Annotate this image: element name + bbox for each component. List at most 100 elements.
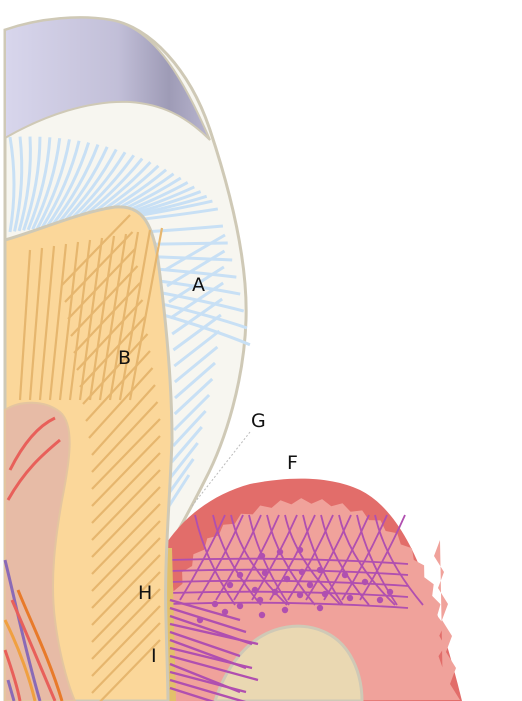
gingival-fiber	[212, 514, 262, 606]
enamel-rod	[168, 265, 225, 304]
dentin-tubule	[91, 537, 161, 609]
label-a: A	[192, 274, 205, 296]
gingival-cell	[258, 552, 266, 560]
enamel-rod	[167, 458, 195, 495]
gingival-fiber-band	[167, 590, 409, 598]
enamel-rod	[155, 300, 248, 330]
gingival-cell	[386, 588, 394, 596]
gingival-cell	[298, 568, 306, 576]
enamel-rod	[173, 345, 219, 384]
enamel-rod	[49, 144, 100, 229]
gingival-fiber	[194, 514, 236, 606]
gingival-cell	[346, 594, 354, 602]
dentin-tubule	[73, 282, 141, 354]
gingival-cell	[306, 581, 314, 589]
enamel-rod	[166, 249, 226, 288]
enamel-rod	[13, 136, 24, 232]
pdl-fiber	[169, 686, 215, 701]
dentin-tubule	[91, 469, 161, 541]
dentin-tubule	[91, 571, 161, 643]
gingival-cell	[211, 600, 219, 608]
label-h: H	[138, 582, 152, 604]
pdl-fiber	[169, 606, 247, 634]
gingival-fiber	[323, 514, 370, 601]
dentin-tubule	[18, 249, 32, 401]
dentin-tubule	[91, 588, 161, 660]
gingival-fiber-band	[167, 557, 409, 565]
dentin-tubule	[79, 316, 146, 388]
label-g: G	[251, 410, 266, 432]
dentin-tubule	[91, 435, 161, 507]
enamel-rod	[171, 297, 224, 336]
gingival-fiber	[374, 514, 424, 606]
pdl-fiber	[169, 646, 253, 670]
dentin-tubule	[68, 239, 92, 401]
pdl-fiber	[169, 630, 241, 658]
enamel-rod	[170, 426, 203, 463]
enamel-surface-cap	[4, 16, 211, 141]
label-b: B	[118, 347, 131, 369]
dentin-tubule	[91, 622, 161, 694]
enamel-rod	[40, 140, 81, 229]
enamel-rod	[35, 139, 71, 230]
pdl-fiber	[169, 598, 241, 622]
gingival-cell	[271, 588, 279, 596]
enamel-rod	[171, 409, 207, 448]
dentin-tubule	[91, 486, 161, 558]
gingival-fiber	[230, 514, 288, 606]
gingival-cell	[251, 586, 259, 594]
dentin-tubule	[88, 235, 116, 401]
dentin-tubule	[91, 520, 161, 592]
gingival-cell	[258, 611, 266, 619]
enamel-rod	[173, 329, 221, 368]
dentin-tubule	[58, 241, 80, 401]
gingival-cell	[296, 591, 304, 599]
enamel-rod	[31, 138, 62, 230]
enamel-rod	[54, 146, 109, 228]
dentin-tubules	[18, 214, 164, 701]
gingival-cell	[321, 590, 329, 598]
gingival-cell	[226, 581, 234, 589]
enamel-rod	[8, 136, 16, 233]
enamel-rod	[26, 137, 52, 231]
alveolar-bone	[213, 624, 364, 701]
label-f: F	[287, 452, 298, 474]
gingival-cell	[283, 575, 291, 583]
enamel-rod	[17, 136, 32, 232]
periodontal-ligament-fibers	[169, 598, 259, 701]
pdl-fiber	[169, 622, 259, 646]
dentin-tubule	[91, 605, 161, 677]
enamel-rod	[173, 377, 214, 416]
gingival-cell	[361, 578, 369, 586]
gingival-cell	[296, 546, 304, 554]
dentin-tubule	[118, 229, 152, 401]
gingival-cell	[221, 608, 229, 616]
gingival-fiber	[359, 514, 406, 601]
gingival-cells	[196, 546, 394, 624]
enamel-rod	[164, 233, 226, 272]
pdl-fiber	[169, 670, 247, 694]
dentin-tubule	[91, 418, 161, 490]
pulp-vessels-nerves	[3, 416, 64, 701]
dentin-tubule	[91, 503, 161, 575]
enamel-rod	[169, 281, 224, 320]
dentin-tubule	[128, 227, 164, 401]
gingival-fiber	[341, 514, 388, 601]
enamel-rod	[45, 142, 91, 229]
dentin-tubule	[91, 384, 156, 456]
gingival-fibers	[167, 514, 424, 609]
dentin-tubule	[78, 237, 104, 401]
pdl-fiber	[169, 654, 259, 682]
dentin-tubule	[85, 350, 151, 422]
label-i: I	[151, 645, 157, 667]
dentin-tubule	[99, 639, 161, 701]
dentin-tubule	[91, 452, 161, 524]
dentin-tubule	[38, 245, 56, 401]
dentin-tubule	[88, 367, 154, 439]
gingival-cell	[261, 569, 269, 577]
enamel-rod	[172, 313, 222, 352]
gingival-fiber-band	[167, 568, 409, 576]
gingival-cell	[341, 571, 349, 579]
enamel-rod	[22, 136, 42, 231]
